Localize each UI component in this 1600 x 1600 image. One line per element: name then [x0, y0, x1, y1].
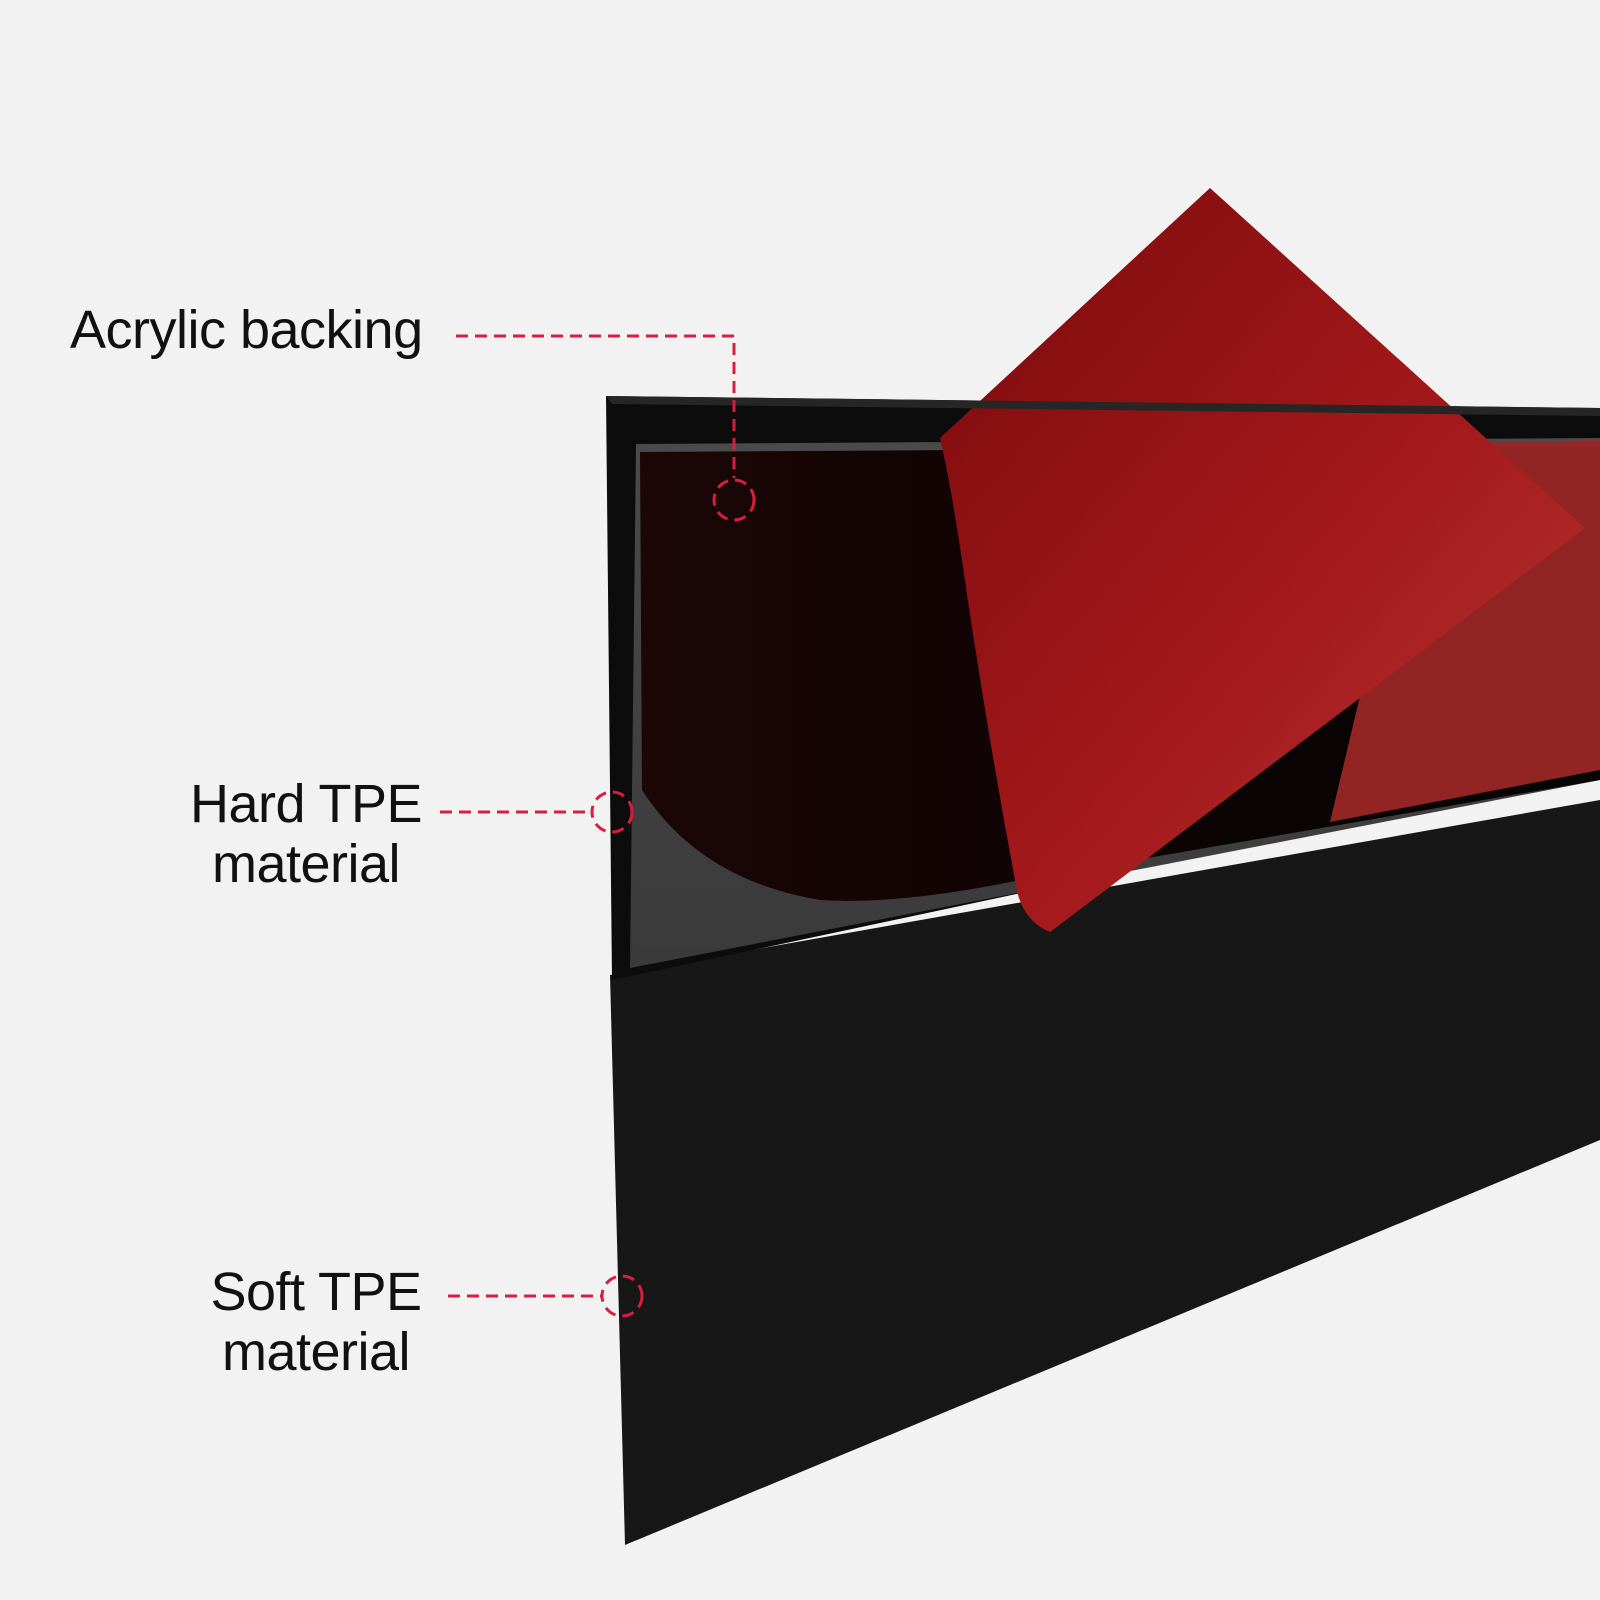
- soft-tpe-text-line2: material: [221, 1322, 411, 1382]
- hard-tpe-label: Hard TPE material: [176, 774, 436, 894]
- acrylic-backing-text: Acrylic backing: [70, 300, 423, 360]
- hard-tpe-text-line1: Hard TPE: [189, 774, 423, 834]
- callout-soft-tpe: [448, 1274, 644, 1318]
- soft-tpe-strip: [610, 800, 1600, 1545]
- acrylic-backing-peeled: [940, 188, 1585, 932]
- callout-hard-tpe: [440, 790, 634, 834]
- frame-top-lip: [606, 396, 1600, 416]
- callout-acrylic: [456, 334, 756, 522]
- soft-tpe-label: Soft TPE material: [186, 1262, 446, 1382]
- hard-tpe-text-line2: material: [211, 834, 401, 894]
- soft-tpe-text-line1: Soft TPE: [210, 1262, 422, 1322]
- acrylic-backing-label: Acrylic backing: [70, 300, 450, 360]
